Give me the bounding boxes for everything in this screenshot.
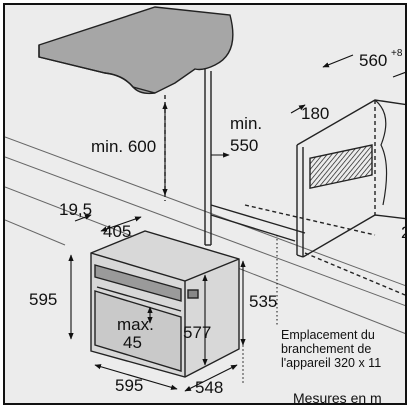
dim-width-560: 560: [359, 51, 387, 70]
dim-min-label: min.: [230, 114, 262, 133]
niche-box: [244, 99, 405, 296]
dim-max-label: max.: [117, 315, 154, 334]
oven: [90, 230, 240, 378]
dim-offset-19-5: 19,5: [59, 200, 92, 219]
dim-width-560-tolerance: +8: [391, 48, 403, 59]
dimension-lines: [68, 54, 405, 392]
dim-max-value: 45: [123, 333, 142, 352]
countertop: [38, 6, 234, 95]
cabinet: [164, 69, 306, 246]
dim-height-577: 577: [183, 323, 211, 342]
dim-height-595: 595: [29, 290, 57, 309]
dim-depth-548: 548: [195, 378, 223, 397]
measurements-caption: Mesures en m: [293, 390, 382, 405]
installation-diagram: 595 535 577 595 548 19,5 405 max. 45 min…: [5, 6, 407, 405]
note-line-1: Emplacement du: [281, 328, 375, 342]
background-guides: [5, 136, 405, 334]
dim-min-600: min. 600: [91, 137, 156, 156]
dim-height-535: 535: [249, 292, 277, 311]
note-line-3: l'appareil 320 x 11: [281, 356, 381, 370]
dim-width-595: 595: [115, 376, 143, 395]
dim-partial-right: 2: [401, 223, 407, 242]
diagram-frame: 595 535 577 595 548 19,5 405 max. 45 min…: [3, 3, 407, 405]
dim-depth-180: 180: [301, 104, 329, 123]
dim-width-405: 405: [103, 222, 131, 241]
note-line-2: branchement de: [281, 342, 371, 356]
dim-min-550: 550: [230, 136, 258, 155]
